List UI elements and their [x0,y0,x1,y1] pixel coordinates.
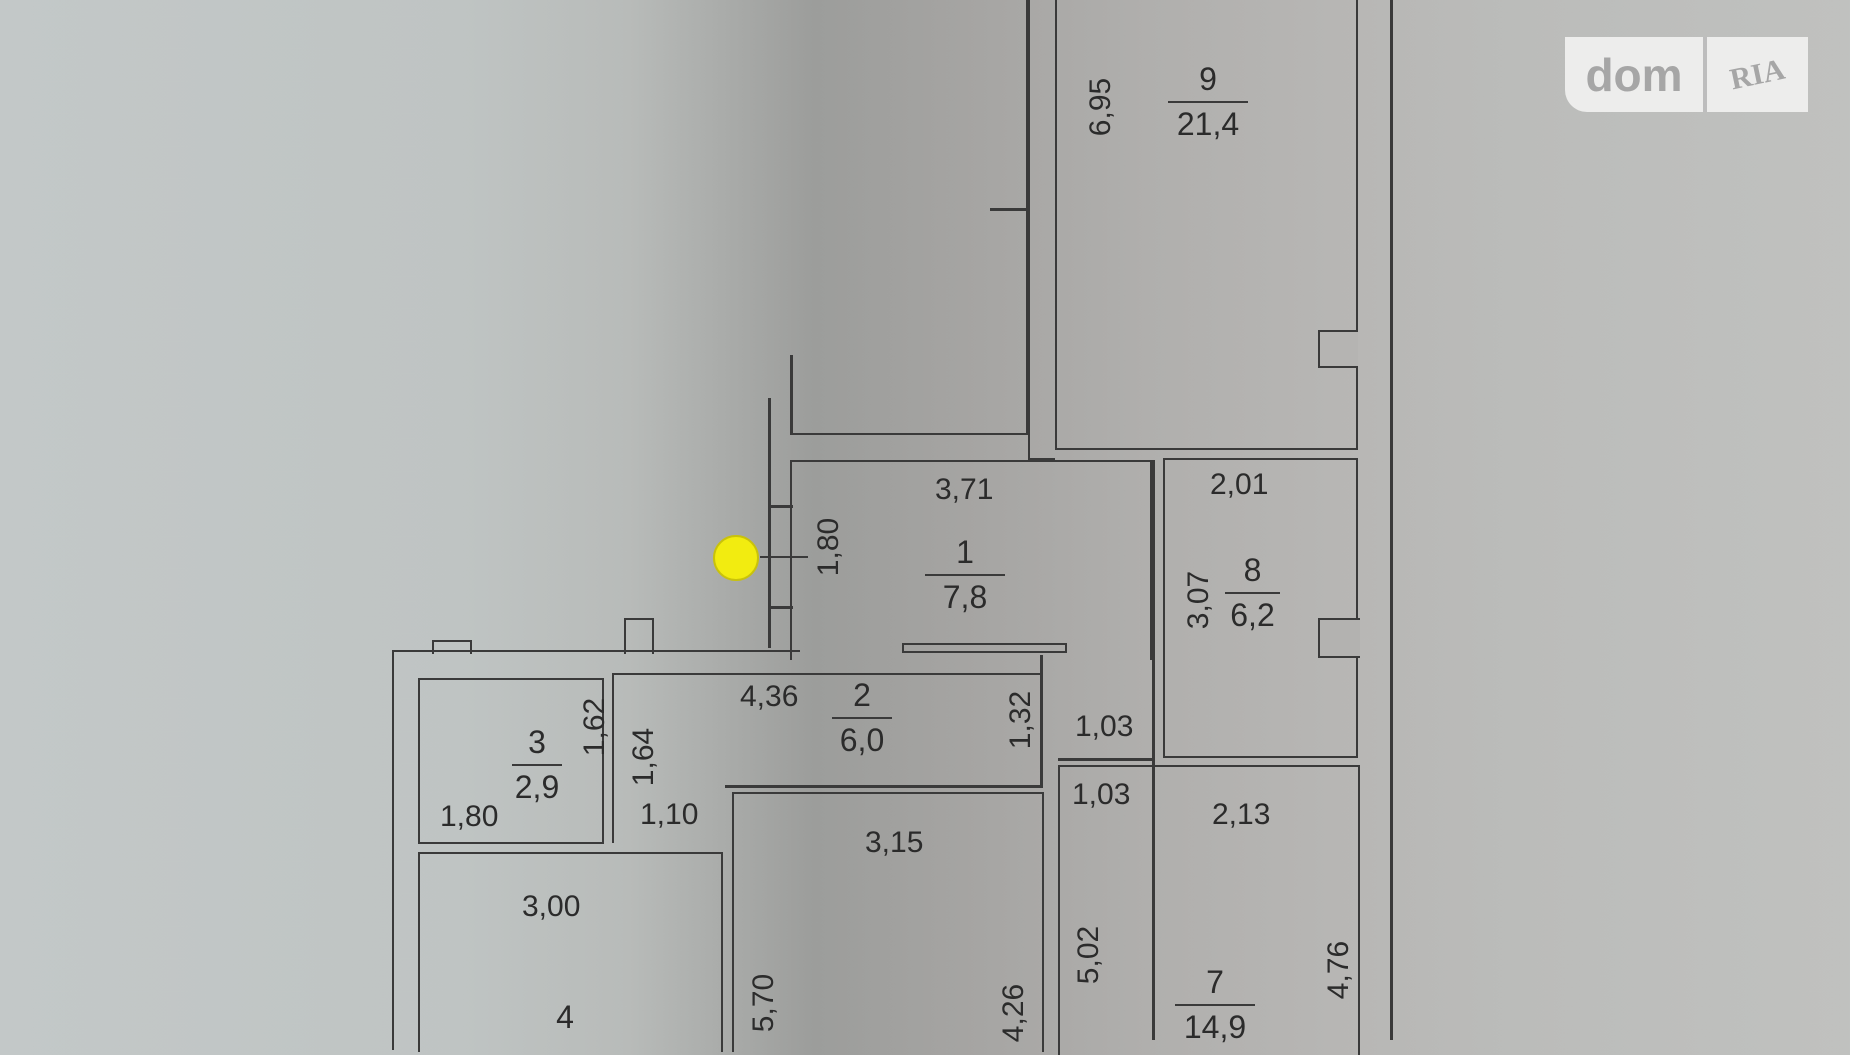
dimension-label: 3,71 [935,473,994,506]
dimension-label: 4,76 [1322,940,1356,1000]
dimension-label: 1,03 [1075,710,1134,743]
room-8-walls [1163,458,1358,758]
watermark-separator [1703,37,1707,112]
door-mark [990,208,1028,211]
dimension-label: 1,80 [812,517,846,577]
entrance-tick-top [768,505,793,508]
room-area: 7,8 [925,574,1005,615]
domria-watermark: dom RIA [1565,37,1808,112]
room-middle-walls [732,792,1044,1052]
room-number: 8 [1243,552,1262,588]
watermark-dom: dom [1565,37,1703,112]
wall-bump-2 [624,618,654,654]
room-3-label: 3 2,9 [512,724,562,805]
dimension-label: 1,64 [627,727,661,787]
room-7-label: 7 14,9 [1175,964,1255,1045]
dimension-label: 1,03 [1072,778,1131,811]
room-area: 14,9 [1175,1004,1255,1045]
room-number: 9 [1199,61,1217,97]
upper-corridor [790,0,1028,435]
dimension-label: 2,01 [1210,468,1269,501]
room-number: 4 [556,999,574,1035]
outer-frame-line [1390,0,1393,1040]
room-area: 6,0 [832,717,892,758]
dimension-label: 6,95 [1084,77,1118,137]
room-2-label: 2 6,0 [832,677,892,758]
room-number: 2 [853,677,871,713]
dimension-label: 3,00 [522,890,581,923]
dimension-label: 4,26 [997,983,1031,1043]
room-8-niche [1318,618,1360,658]
dimension-label: 1,32 [1004,690,1038,750]
room-1-walls [790,460,1152,660]
room-9-inner-left [1028,0,1055,460]
wall-bump-1 [432,640,472,654]
dimension-label: 1,10 [640,798,699,831]
dimension-label: 3,07 [1182,570,1216,630]
room-2-bottom-wall [725,785,1043,788]
room-2-walls [612,673,1042,843]
watermark-ria: RIA [1707,37,1808,112]
hall-right-wall [1152,460,1155,1040]
dimension-label: 4,36 [740,680,799,713]
room-area: 6,2 [1225,592,1280,633]
room-4-label: 4 [545,999,585,1035]
room-number: 3 [528,724,546,760]
room-9-label: 9 21,4 [1168,61,1248,142]
room-9-walls [1055,0,1358,450]
room-area: 2,9 [512,764,562,805]
room-area: 21,4 [1168,101,1248,142]
room-1-label: 1 7,8 [925,534,1005,615]
room-number: 7 [1206,964,1224,1000]
dimension-label: 5,70 [747,973,781,1033]
background-text [0,40,10,49]
room-3-walls [418,678,604,844]
dimension-label: 1,80 [440,800,499,833]
room-2-right-wall [1040,655,1043,785]
left-outer-wall [392,650,800,1050]
hall-divider [1058,758,1153,761]
dimension-label: 1,62 [578,697,612,757]
corridor-left-wall-2 [790,355,793,435]
room-9-niche [1318,330,1358,368]
room-4-walls [418,852,723,1052]
room-number: 1 [956,534,974,570]
entrance-tick-bottom [768,606,793,609]
corridor-left-wall [768,398,771,648]
dimension-label: 5,02 [1072,925,1106,985]
location-marker[interactable] [713,535,759,581]
room-1-partition [902,643,1067,653]
room-8-label: 8 6,2 [1225,552,1280,633]
dimension-label: 3,15 [865,826,924,859]
room-7-walls [1058,765,1360,1055]
dimension-label: 2,13 [1212,798,1271,831]
watermark-ria-text: RIA [1727,52,1788,96]
entrance-dimension-line [760,556,808,558]
